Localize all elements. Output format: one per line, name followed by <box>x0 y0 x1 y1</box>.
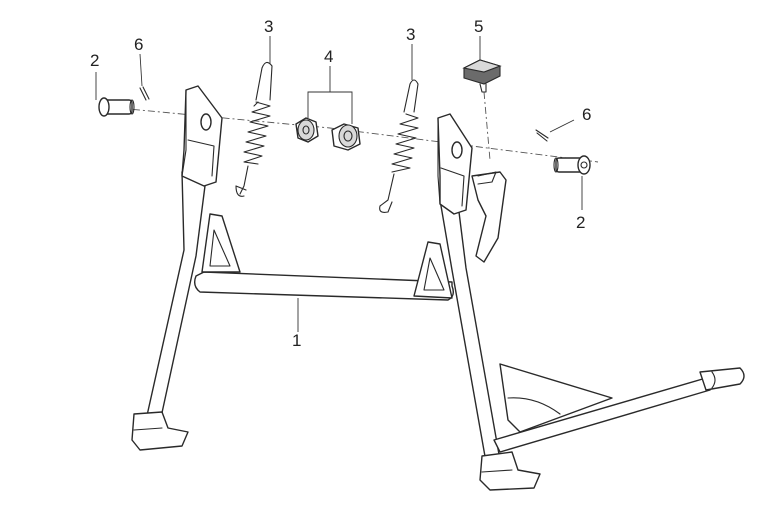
right-foot-edge <box>481 469 513 473</box>
left-gusset-inner <box>209 229 231 267</box>
right-plate-bevel <box>440 167 465 207</box>
right-mount-plate <box>437 113 473 215</box>
stopper-bracket-edge <box>477 171 497 185</box>
pivot-bolt-left <box>98 97 135 117</box>
callout-4: 4 <box>324 47 333 66</box>
callout-3-right: 3 <box>406 25 415 44</box>
cross-tube <box>193 271 455 301</box>
callout-6-left: 6 <box>134 35 143 54</box>
pivot-bolt-right <box>553 155 591 175</box>
left-plate-edge <box>181 89 187 177</box>
leader-6-left <box>139 53 143 87</box>
support-web <box>499 363 613 433</box>
return-spring-right <box>379 79 419 213</box>
callout-2-right: 2 <box>576 213 585 232</box>
collar-right <box>331 123 361 151</box>
right-plate-edge <box>437 117 441 205</box>
cotter-pin-left <box>139 86 150 101</box>
collar-left <box>295 117 319 143</box>
pin-axis <box>483 91 491 161</box>
callout-6-right: 6 <box>582 105 591 124</box>
leader-6-right <box>549 119 575 133</box>
support-web-curve <box>507 397 561 415</box>
callout-2-left: 2 <box>90 51 99 70</box>
callout-1: 1 <box>292 331 301 350</box>
left-gusset <box>201 213 241 273</box>
left-mount-plate <box>181 85 223 187</box>
return-spring-left <box>235 61 273 197</box>
leader-4 <box>307 91 353 124</box>
kick-arm-tip <box>699 367 745 391</box>
callout-5: 5 <box>474 17 483 36</box>
left-pivot-hole <box>200 113 212 131</box>
right-foot <box>479 451 541 491</box>
left-plate-bevel <box>187 139 215 177</box>
callout-3-left: 3 <box>264 17 273 36</box>
kick-arm-tip-ring <box>711 371 716 389</box>
right-pivot-hole <box>451 141 463 159</box>
right-gusset-inner <box>423 257 445 291</box>
right-gusset <box>413 241 453 299</box>
left-foot-edge <box>133 427 163 431</box>
center-stand-frame <box>131 85 745 491</box>
stopper-rubber <box>462 59 502 93</box>
cotter-pin-right <box>535 129 549 142</box>
stopper-bracket <box>471 171 507 263</box>
left-foot <box>131 411 189 451</box>
left-leg <box>145 171 207 423</box>
